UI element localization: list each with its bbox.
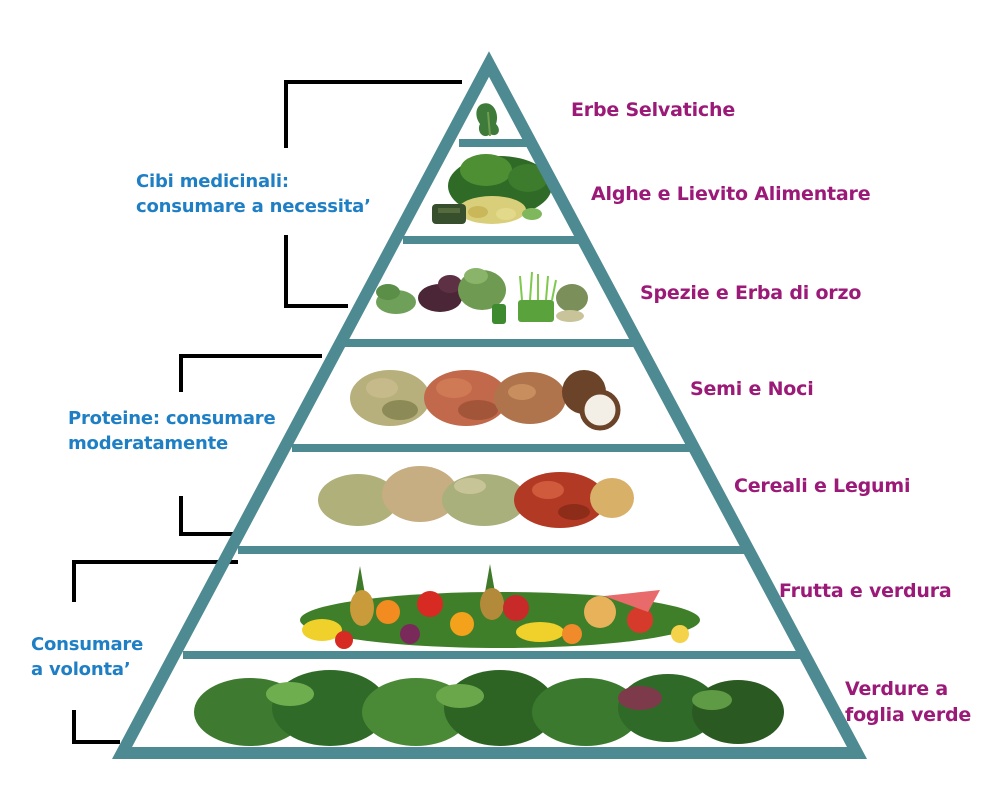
pyramid-frame — [112, 51, 868, 759]
tier-label-fruit-vegetables: Frutta e verdura — [779, 580, 952, 602]
seaweed-yeast-icon — [432, 154, 552, 224]
tier-label-seaweed-yeast: Alghe e Lievito Alimentare — [591, 183, 871, 205]
fruit-vegetables-icon — [300, 564, 700, 649]
group-label-free-line-1: Consumare — [31, 634, 144, 655]
tier-label-leafy-greens-line-2: foglia verde — [845, 704, 972, 726]
group-label-free: Consumare a volonta’ — [31, 632, 143, 682]
tier-label-seeds-nuts: Semi e Noci — [690, 378, 814, 400]
seeds-nuts-icon — [350, 370, 621, 431]
tier-label-grains-legumes: Cereali e Legumi — [734, 475, 911, 497]
group-label-medicinal-line-1: Cibi medicinali: — [136, 171, 289, 192]
group-bracket-medicinal — [284, 80, 462, 308]
tier-label-leafy-greens-line-1: Verdure a — [845, 678, 948, 700]
spices-barley-grass-icon — [376, 268, 588, 324]
group-label-medicinal: Cibi medicinali: consumare a necessita’ — [136, 169, 371, 219]
wild-herbs-icon — [476, 103, 499, 137]
group-label-protein-line-2: moderatamente — [68, 433, 228, 454]
tier-label-spices-barley: Spezie e Erba di orzo — [640, 282, 862, 304]
grains-legumes-icon — [318, 466, 634, 528]
group-bracket-protein — [179, 354, 322, 536]
group-label-protein: Proteine: consumare moderatamente — [68, 406, 276, 456]
group-label-protein-line-1: Proteine: consumare — [68, 408, 276, 429]
tier-label-leafy-greens: Verdure a foglia verde — [845, 676, 971, 728]
leafy-greens-icon — [194, 670, 784, 746]
group-label-medicinal-line-2: consumare a necessita’ — [136, 196, 371, 217]
group-bracket-free — [72, 560, 238, 744]
group-label-free-line-2: a volonta’ — [31, 659, 131, 680]
tier-label-wild-herbs: Erbe Selvatiche — [571, 99, 736, 121]
